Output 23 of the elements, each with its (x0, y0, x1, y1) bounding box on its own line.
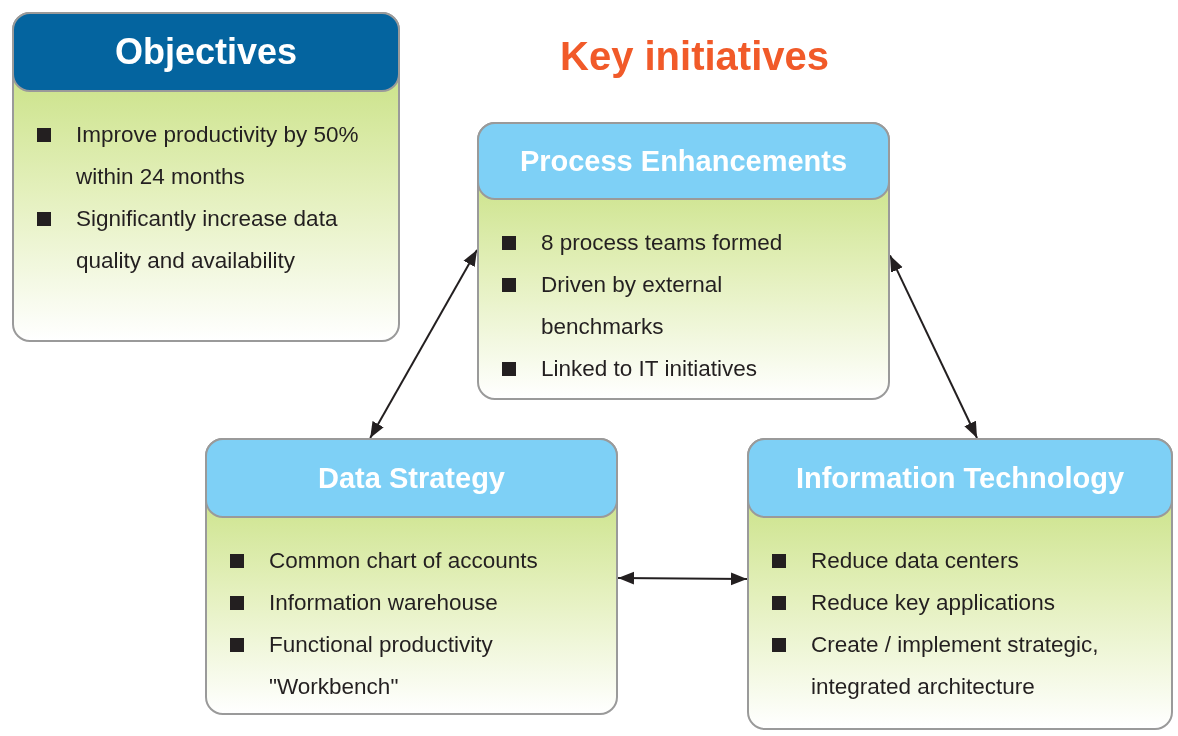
card-header: Objectives (12, 12, 400, 92)
card-header: Information Technology (747, 438, 1173, 518)
bullet-item: Common chart of accounts (207, 540, 599, 582)
title: Key initiatives (560, 34, 829, 79)
bullet-item: Functional productivity "Workbench" (207, 624, 599, 708)
card-header: Process Enhancements (477, 122, 890, 200)
bullet-item: Significantly increase data quality and availability (14, 198, 396, 282)
card-header: Data Strategy (205, 438, 618, 518)
bullet-item: Improve productivity by 50% within 24 months (14, 114, 396, 198)
card (477, 122, 890, 400)
bullet-item: Create / implement strategic, integrated architecture (749, 624, 1156, 708)
bullet-item: Linked to IT initiatives (479, 348, 841, 390)
card (205, 438, 618, 715)
bullet-item: 8 process teams formed (479, 222, 841, 264)
double-arrow (617, 571, 748, 586)
bullet-item: Reduce key applications (749, 582, 1156, 624)
double-arrow (369, 248, 478, 439)
bullet-item: Driven by external benchmarks (479, 264, 841, 348)
bullet-item: Information warehouse (207, 582, 599, 624)
card (12, 12, 400, 342)
double-arrow (889, 254, 979, 439)
card (747, 438, 1173, 730)
bullet-item: Reduce data centers (749, 540, 1156, 582)
